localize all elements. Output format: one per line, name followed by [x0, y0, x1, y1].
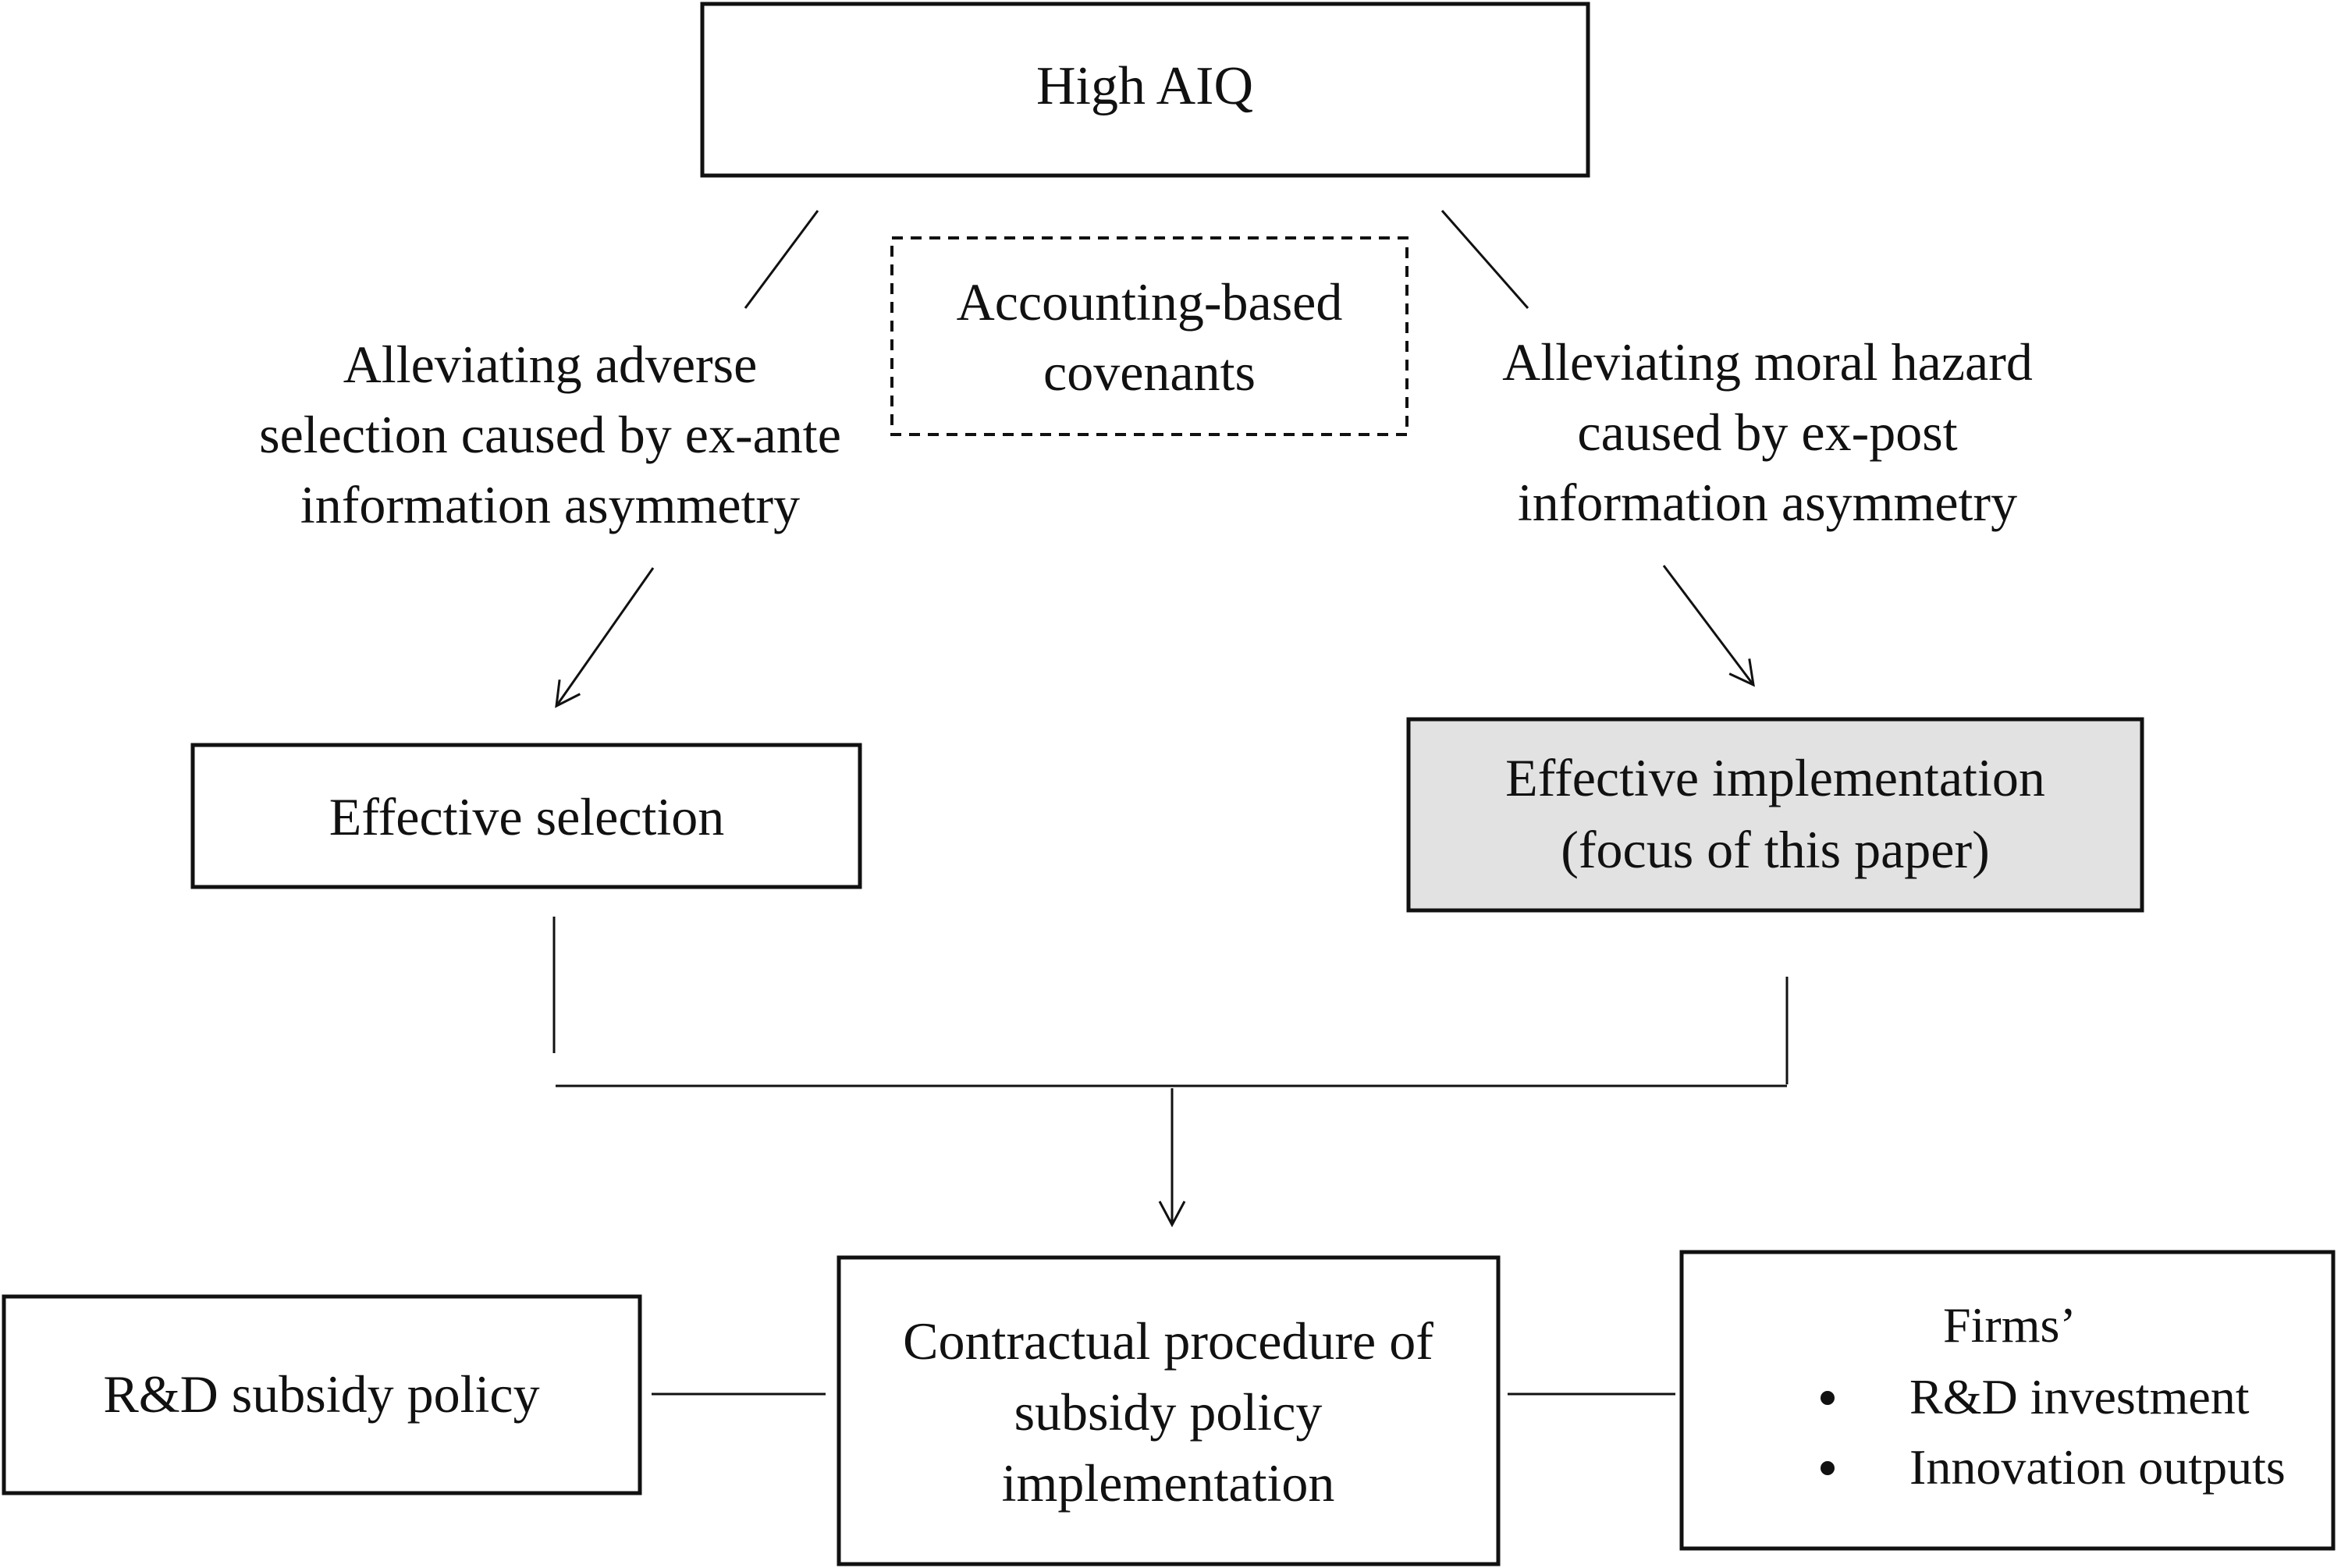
effective-implementation-node: Effective implementation (focus of this … [1406, 717, 2144, 913]
covenants-label-line-1: Accounting-based [957, 272, 1343, 332]
contractual-procedure-node: Contractual procedure of subsidy policy … [837, 1255, 1501, 1566]
moral-line-2: caused by ex-post [1577, 403, 1957, 462]
high-aiq-label: High AIQ [1036, 56, 1253, 116]
rd-subsidy-policy-label: R&D subsidy policy [103, 1364, 539, 1424]
firms-bullet-rd-investment: R&D investment [1909, 1369, 2250, 1424]
firms-bullet-innovation-outputs: Innovation outputs [1909, 1439, 2286, 1495]
covenants-node: Accounting-based covenants [890, 236, 1409, 436]
procedure-line-1: Contractual procedure of [903, 1311, 1433, 1371]
bullet-icon [1821, 1461, 1835, 1475]
high-aiq-node: High AIQ [700, 2, 1590, 178]
bullet-icon [1821, 1391, 1835, 1405]
adverse-line-3: information asymmetry [300, 475, 800, 534]
effective-selection-node: Effective selection [190, 743, 862, 889]
left-connector-line [744, 210, 819, 309]
moral-line-3: information asymmetry [1518, 473, 2017, 532]
arrow-to-implementation [1662, 565, 1755, 687]
firms-outcomes-node: Firms’ R&D investment Innovation outputs [1679, 1250, 2336, 1551]
adverse-line-1: Alleviating adverse [343, 335, 758, 394]
firms-heading: Firms’ [1943, 1297, 2076, 1353]
effective-selection-label: Effective selection [329, 787, 725, 846]
covenants-label-line-2: covenants [1043, 342, 1256, 402]
rd-subsidy-policy-node: R&D subsidy policy [2, 1294, 642, 1495]
arrow-to-selection [555, 567, 655, 708]
implementation-line-1: Effective implementation [1505, 748, 2045, 807]
procedure-line-2: subsidy policy [1014, 1382, 1323, 1442]
procedure-line-3: implementation [1002, 1453, 1335, 1513]
right-connector-line [1440, 210, 1529, 309]
adverse-selection-text: Alleviating adverse selection caused by … [259, 335, 841, 534]
adverse-line-2: selection caused by ex-ante [259, 405, 841, 464]
moral-hazard-text: Alleviating moral hazard caused by ex-po… [1502, 332, 2033, 532]
implementation-line-2: (focus of this paper) [1561, 820, 1989, 879]
moral-line-1: Alleviating moral hazard [1502, 332, 2033, 392]
